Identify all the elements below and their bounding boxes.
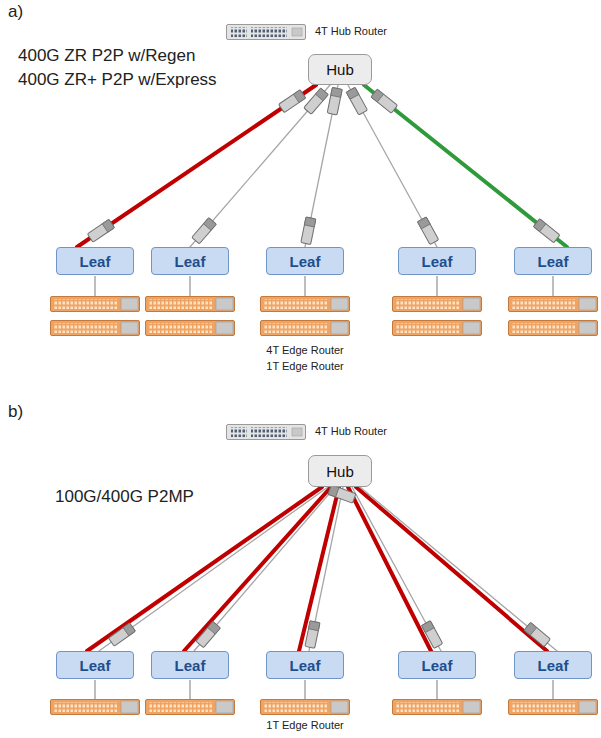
transceiver-icon bbox=[279, 90, 306, 113]
router-label: 1T Edge Router bbox=[266, 360, 343, 372]
transceiver-icon bbox=[87, 219, 114, 242]
leaf-box: Leaf bbox=[514, 651, 592, 679]
node-text: Hub bbox=[326, 463, 354, 480]
leaf-box: Leaf bbox=[266, 651, 344, 679]
router-label: 4T Hub Router bbox=[315, 425, 387, 437]
transceiver-icon bbox=[304, 88, 329, 114]
transceiver-body bbox=[524, 622, 550, 646]
transceiver-icon bbox=[192, 218, 217, 244]
transceiver-body bbox=[108, 623, 135, 646]
node-text: Leaf bbox=[80, 253, 111, 270]
transceiver-latch bbox=[533, 219, 545, 232]
transceiver-icon bbox=[422, 621, 443, 649]
leaf-box: Leaf bbox=[151, 651, 229, 679]
transceiver-latch bbox=[309, 621, 320, 631]
link-type-label: 100G/400G P2MP bbox=[55, 487, 194, 507]
edge-router-icon bbox=[51, 297, 598, 715]
hub-router-icon bbox=[227, 25, 306, 440]
fiber-link bbox=[190, 85, 330, 247]
transceiver-icon bbox=[305, 621, 320, 648]
transceiver-latch bbox=[346, 87, 359, 99]
node-text: Hub bbox=[326, 61, 354, 78]
transceiver-latch bbox=[422, 621, 435, 633]
transceiver-latch bbox=[331, 87, 342, 97]
fiber-link bbox=[77, 85, 316, 247]
transceiver-icon bbox=[328, 485, 356, 503]
node-text: Leaf bbox=[422, 253, 453, 270]
leaf-box: Leaf bbox=[514, 247, 592, 275]
transceiver-icon bbox=[417, 217, 438, 245]
transceiver-body bbox=[346, 87, 367, 115]
transceiver-latch bbox=[208, 621, 221, 634]
transceiver-icon bbox=[524, 622, 550, 646]
transceiver-icon bbox=[301, 217, 316, 244]
fiber-link bbox=[99, 487, 328, 651]
transceiver-body bbox=[196, 621, 221, 647]
transceiver-body bbox=[371, 89, 398, 113]
leaf-box: Leaf bbox=[56, 651, 134, 679]
transceiver-latch bbox=[371, 89, 383, 102]
transceiver-latch bbox=[293, 90, 305, 103]
transceiver-body bbox=[422, 621, 443, 649]
panel-label: a) bbox=[8, 2, 23, 22]
fiber-link bbox=[299, 487, 339, 651]
transceiver-icon bbox=[346, 87, 367, 115]
transceiver-icon bbox=[533, 219, 560, 243]
link-type-label: 400G ZR+ P2P w/Express bbox=[18, 70, 217, 90]
transceiver-latch bbox=[102, 219, 114, 232]
transceiver-latch bbox=[417, 217, 430, 229]
transceiver-icon bbox=[108, 623, 135, 646]
transceiver-body bbox=[87, 219, 114, 242]
transceiver-body bbox=[304, 88, 329, 114]
transceiver-body bbox=[192, 218, 217, 244]
transceiver-icon bbox=[327, 87, 342, 114]
fiber-link bbox=[352, 487, 441, 651]
node-text: Leaf bbox=[538, 657, 569, 674]
node-text: Leaf bbox=[290, 657, 321, 674]
leaf-box: Leaf bbox=[266, 247, 344, 275]
router-label: 4T Edge Router bbox=[266, 344, 343, 356]
transceiver-body bbox=[533, 219, 560, 243]
transceiver-latch bbox=[123, 623, 135, 636]
leaf-box: Leaf bbox=[151, 247, 229, 275]
leaf-box: Leaf bbox=[398, 651, 476, 679]
router-label: 1T Edge Router bbox=[266, 719, 343, 731]
transceiver-latch bbox=[524, 622, 537, 635]
transceiver-body bbox=[305, 621, 320, 648]
transceiver-latch bbox=[315, 88, 328, 101]
hub-box: Hub bbox=[308, 455, 372, 487]
fiber-link bbox=[309, 487, 343, 651]
transceiver-body bbox=[327, 87, 342, 114]
transceiver-body bbox=[328, 485, 356, 503]
hub-box: Hub bbox=[308, 54, 372, 85]
leaf-box: Leaf bbox=[56, 247, 134, 275]
link-type-label: 400G ZR P2P w/Regen bbox=[18, 46, 195, 66]
fiber-link bbox=[360, 487, 557, 651]
node-text: Leaf bbox=[290, 253, 321, 270]
transceiver-latch bbox=[304, 217, 315, 227]
fiber-link bbox=[364, 85, 567, 247]
transceiver-body bbox=[279, 90, 306, 113]
router-label: 4T Hub Router bbox=[315, 25, 387, 37]
transceiver-icon bbox=[196, 621, 221, 647]
panel-label: b) bbox=[8, 402, 23, 422]
transceiver-latch bbox=[203, 218, 216, 231]
transceiver-body bbox=[417, 217, 438, 245]
node-text: Leaf bbox=[80, 657, 111, 674]
node-text: Leaf bbox=[175, 657, 206, 674]
transceiver-body bbox=[301, 217, 316, 244]
node-text: Leaf bbox=[175, 253, 206, 270]
leaf-box: Leaf bbox=[398, 247, 476, 275]
node-text: Leaf bbox=[422, 657, 453, 674]
node-text: Leaf bbox=[538, 253, 569, 270]
fiber-link bbox=[194, 487, 335, 651]
fiber-link bbox=[356, 487, 547, 651]
transceiver-icon bbox=[371, 89, 398, 113]
fiber-link bbox=[184, 487, 331, 651]
